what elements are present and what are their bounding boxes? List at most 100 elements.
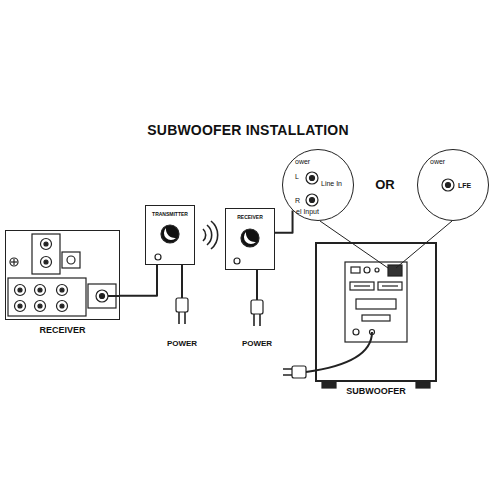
subwoofer-details bbox=[362, 315, 390, 321]
node-text: Line In bbox=[321, 180, 342, 187]
receiver-unit-details bbox=[251, 300, 263, 314]
receiver-unit-details bbox=[234, 229, 263, 326]
transmitter-details bbox=[176, 298, 188, 312]
subwoofer-cabinet: SUBWOOFER bbox=[315, 242, 437, 382]
node-text: R bbox=[295, 197, 300, 204]
receiver-unit-details bbox=[234, 258, 240, 264]
power-label: POWER bbox=[167, 340, 197, 348]
receiver-panel-jacks bbox=[35, 301, 46, 312]
receiver-panel-jacks bbox=[15, 285, 26, 296]
subwoofer-power-cord bbox=[283, 368, 292, 370]
receiver-panel-jacks bbox=[38, 304, 42, 308]
diagram-title: SUBWOOFER INSTALLATION bbox=[147, 123, 348, 137]
zoom-jacks bbox=[446, 183, 451, 188]
receiver-panel-jacks bbox=[41, 239, 52, 250]
receiver-unit-details bbox=[256, 270, 258, 300]
receiver-panel-jacks bbox=[38, 288, 42, 292]
subwoofer-details bbox=[364, 267, 370, 273]
receiver-panel-jacks bbox=[44, 260, 48, 264]
transmitter-details bbox=[164, 228, 176, 240]
zoom-jacks bbox=[306, 194, 318, 206]
subwoofer-power-cord bbox=[283, 374, 292, 376]
receiver-panel-jacks bbox=[41, 257, 52, 268]
zoom-jacks bbox=[306, 172, 454, 206]
cable bbox=[120, 265, 157, 296]
node-text: SUBWOOFER bbox=[346, 387, 406, 396]
zoom-jacks bbox=[310, 176, 315, 181]
subwoofer-details bbox=[378, 282, 402, 290]
subwoofer-details bbox=[416, 382, 430, 388]
subwoofer-details bbox=[350, 282, 374, 290]
receiver-panel-jacks bbox=[18, 304, 22, 308]
node-text: ower bbox=[430, 158, 445, 165]
subwoofer-details bbox=[382, 285, 398, 286]
subwoofer-power-cord bbox=[283, 332, 372, 378]
subwoofer-details bbox=[322, 382, 336, 388]
receiver-panel-jacks bbox=[57, 301, 68, 312]
node-text: L bbox=[295, 173, 299, 180]
receiver-panel-jacks bbox=[108, 295, 119, 297]
zoom-jacks bbox=[310, 198, 315, 203]
wireless-waves bbox=[211, 221, 218, 249]
receiver-panel-jacks bbox=[100, 294, 105, 299]
receiver-panel-jacks bbox=[44, 242, 48, 246]
subwoofer-details bbox=[345, 262, 407, 342]
subwoofer-details bbox=[322, 262, 430, 388]
power-label: POWER bbox=[242, 340, 272, 348]
wireless-waves bbox=[207, 225, 212, 245]
receiver-unit-details bbox=[259, 314, 261, 326]
transmitter-details bbox=[184, 312, 186, 324]
zoom-leader-lines bbox=[396, 221, 452, 268]
subwoofer-details bbox=[356, 299, 396, 309]
subwoofer-power-cord bbox=[292, 366, 306, 378]
node-text: RECEIVER bbox=[237, 215, 263, 220]
receiver-box: RECEIVER bbox=[225, 208, 275, 270]
or-label: OR bbox=[375, 178, 395, 191]
transmitter-details bbox=[155, 254, 161, 260]
node-text: el Input bbox=[296, 208, 319, 215]
cable bbox=[275, 210, 293, 232]
receiver-unit-details bbox=[244, 232, 256, 244]
subwoofer-details bbox=[388, 265, 402, 276]
node-text: TRANSMITTER bbox=[152, 212, 188, 217]
receiver-panel-jacks bbox=[13, 259, 14, 265]
zoom-jacks bbox=[306, 172, 318, 184]
transmitter-details bbox=[155, 225, 188, 324]
subwoofer-details bbox=[375, 268, 379, 272]
wireless-waves bbox=[203, 221, 218, 249]
receiver-panel-jacks bbox=[35, 285, 46, 296]
receiver-panel: RECEIVER bbox=[5, 230, 120, 320]
subwoofer-details bbox=[354, 285, 370, 286]
receiver-panel-jacks bbox=[62, 252, 80, 268]
receiver-panel-jacks bbox=[32, 234, 60, 274]
receiver-panel-jacks bbox=[57, 285, 68, 296]
zoom-leader-lines bbox=[320, 221, 452, 268]
node-text: ower bbox=[295, 158, 310, 165]
zoom-circle: owerL Line In Rel Input bbox=[282, 149, 354, 221]
zoom-jacks bbox=[442, 179, 454, 191]
subwoofer-details bbox=[351, 267, 360, 273]
wireless-waves bbox=[203, 229, 206, 241]
node-text: RECEIVER bbox=[39, 326, 85, 335]
receiver-panel-jacks bbox=[96, 290, 108, 302]
receiver-unit-details bbox=[253, 314, 255, 326]
transmitter-box: TRANSMITTER bbox=[145, 205, 195, 265]
node-text: LFE bbox=[458, 182, 471, 189]
receiver-panel-jacks bbox=[67, 256, 75, 264]
subwoofer-details bbox=[353, 329, 359, 335]
zoom-circle: owerLFE bbox=[417, 149, 489, 221]
receiver-unit-details bbox=[241, 229, 259, 247]
receiver-panel-jacks bbox=[10, 258, 18, 266]
receiver-panel-jacks bbox=[8, 278, 86, 316]
transmitter-details bbox=[178, 312, 180, 324]
receiver-panel-jacks bbox=[15, 301, 26, 312]
zoom-leader-lines bbox=[320, 221, 388, 268]
transmitter-details bbox=[161, 225, 179, 243]
receiver-panel-jacks bbox=[8, 234, 119, 316]
receiver-panel-jacks bbox=[60, 288, 64, 292]
receiver-panel-jacks bbox=[60, 304, 64, 308]
